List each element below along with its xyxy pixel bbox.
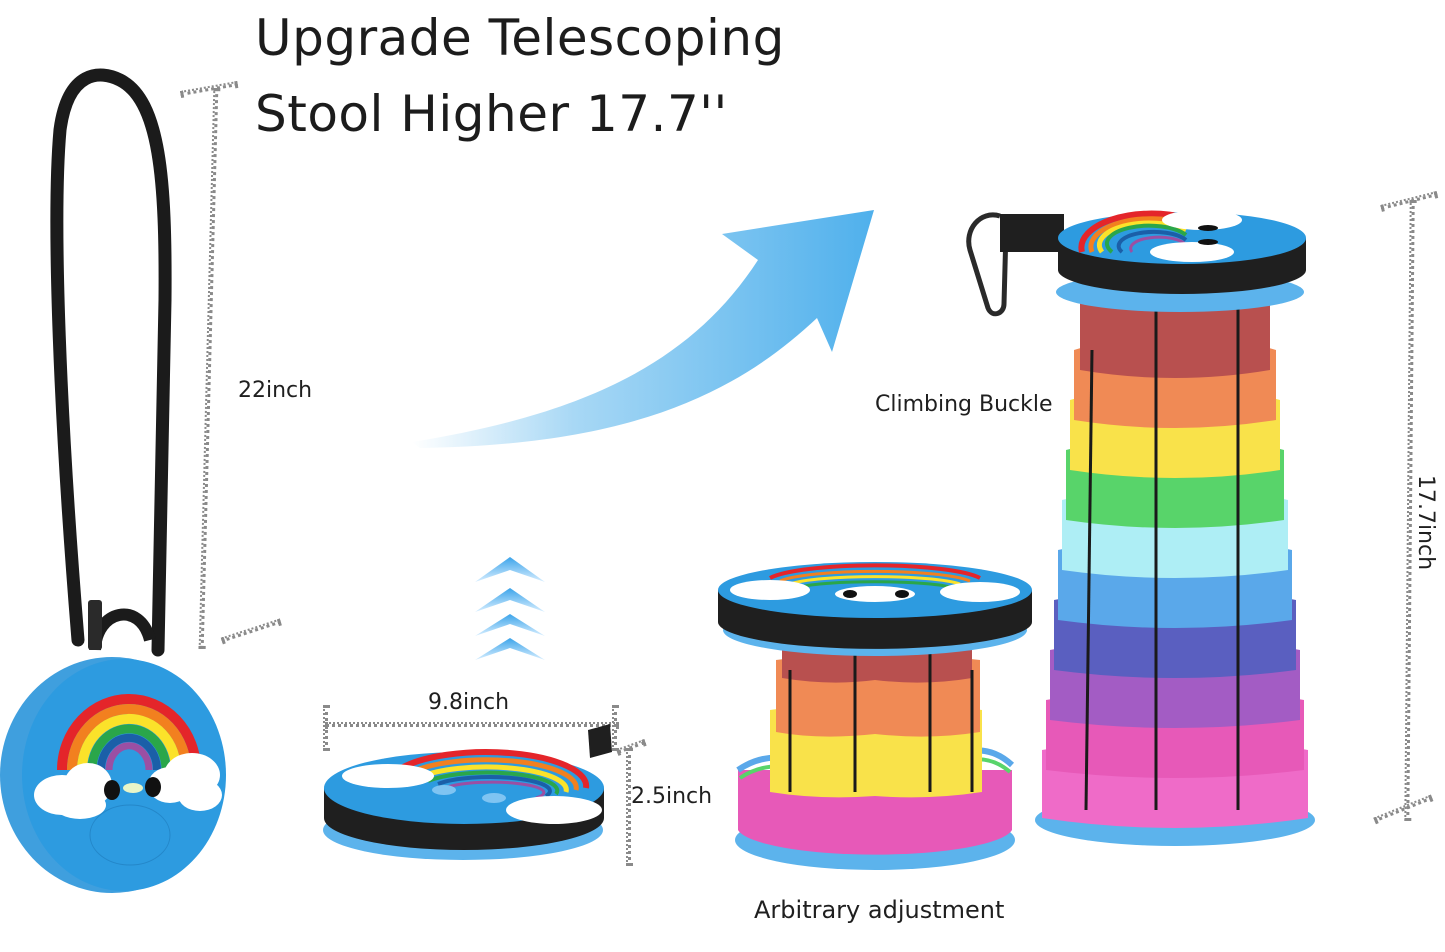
climbing-buckle-label: Climbing Buckle (875, 392, 1053, 417)
diameter-tick-left (323, 705, 328, 751)
headline: Upgrade Telescoping Stool Higher 17.7'' (255, 0, 785, 152)
strap-length-label: 22inch (238, 378, 313, 403)
folded-stool-illustration (323, 724, 612, 860)
extended-stool-illustration (966, 210, 1315, 846)
height-tick-top (616, 739, 646, 754)
extended-height-tick-bottom (1373, 794, 1433, 823)
headline-line-1: Upgrade Telescoping (255, 9, 785, 67)
cloud-icon (34, 753, 222, 819)
rainbow-icon (769, 563, 981, 589)
partial-stool-illustration (718, 562, 1032, 870)
rainbow-icon (57, 693, 201, 771)
arrow-up-right-icon (412, 210, 874, 448)
headline-line-2: Stool Higher 17.7'' (255, 85, 728, 143)
climbing-buckle-strap (1000, 214, 1064, 252)
shoulder-strap-icon (50, 68, 172, 657)
rainbow-icon (396, 749, 590, 800)
folded-height-label: 2.5inch (631, 784, 713, 809)
hanging-stool-illustration (0, 68, 226, 893)
folded-diameter-label: 9.8inch (428, 690, 510, 715)
arbitrary-adjustment-label: Arbitrary adjustment (754, 896, 1005, 924)
height-dimension-line (626, 748, 631, 866)
telescoping-tiers (1042, 300, 1308, 828)
diameter-tick-right (612, 705, 617, 751)
carabiner-icon (966, 212, 1009, 317)
extended-height-label: 17.7inch (1413, 474, 1439, 571)
chevron-up-stack-icon (475, 557, 545, 660)
